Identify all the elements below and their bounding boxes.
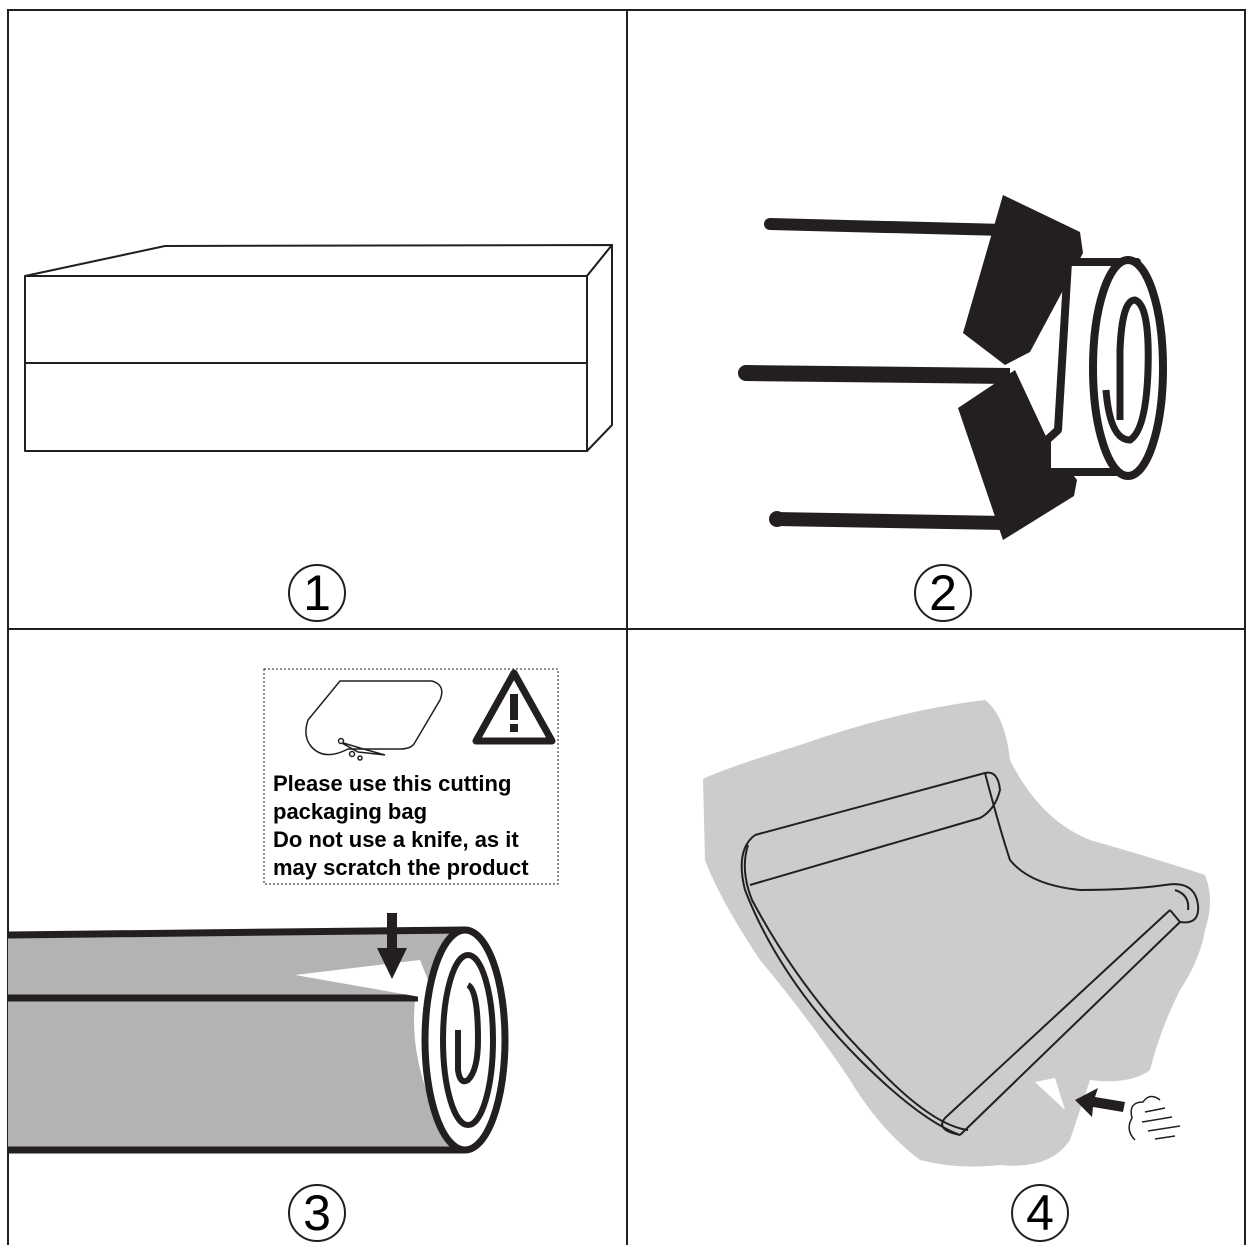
warning-line-2: packaging bag — [273, 799, 428, 824]
warning-line-1: Please use this cutting — [273, 771, 512, 796]
step-number-circles — [288, 564, 1069, 1242]
cut-bag-illustration — [7, 668, 559, 1154]
step-number-4: 4 — [1026, 1185, 1054, 1241]
step-number-2: 2 — [929, 565, 957, 621]
warning-line-4: may scratch the product — [273, 855, 529, 880]
step-number-1: 1 — [303, 565, 331, 621]
grid-frame — [7, 9, 1246, 1250]
push-arrow-icon — [1075, 1088, 1125, 1117]
warning-text: Please use this cutting packaging bag Do… — [273, 770, 563, 882]
unroll-product-illustration — [703, 700, 1210, 1167]
bag-cutter-icon — [305, 680, 443, 761]
down-arrow-icon — [377, 913, 407, 979]
warning-line-3: Do not use a knife, as it — [273, 827, 519, 852]
warning-triangle-icon — [472, 669, 556, 745]
opened-box-roll-illustration — [738, 195, 1167, 540]
air-puff-icon — [1128, 1095, 1181, 1141]
step-number-3: 3 — [303, 1185, 331, 1241]
closed-box-illustration — [24, 244, 613, 452]
